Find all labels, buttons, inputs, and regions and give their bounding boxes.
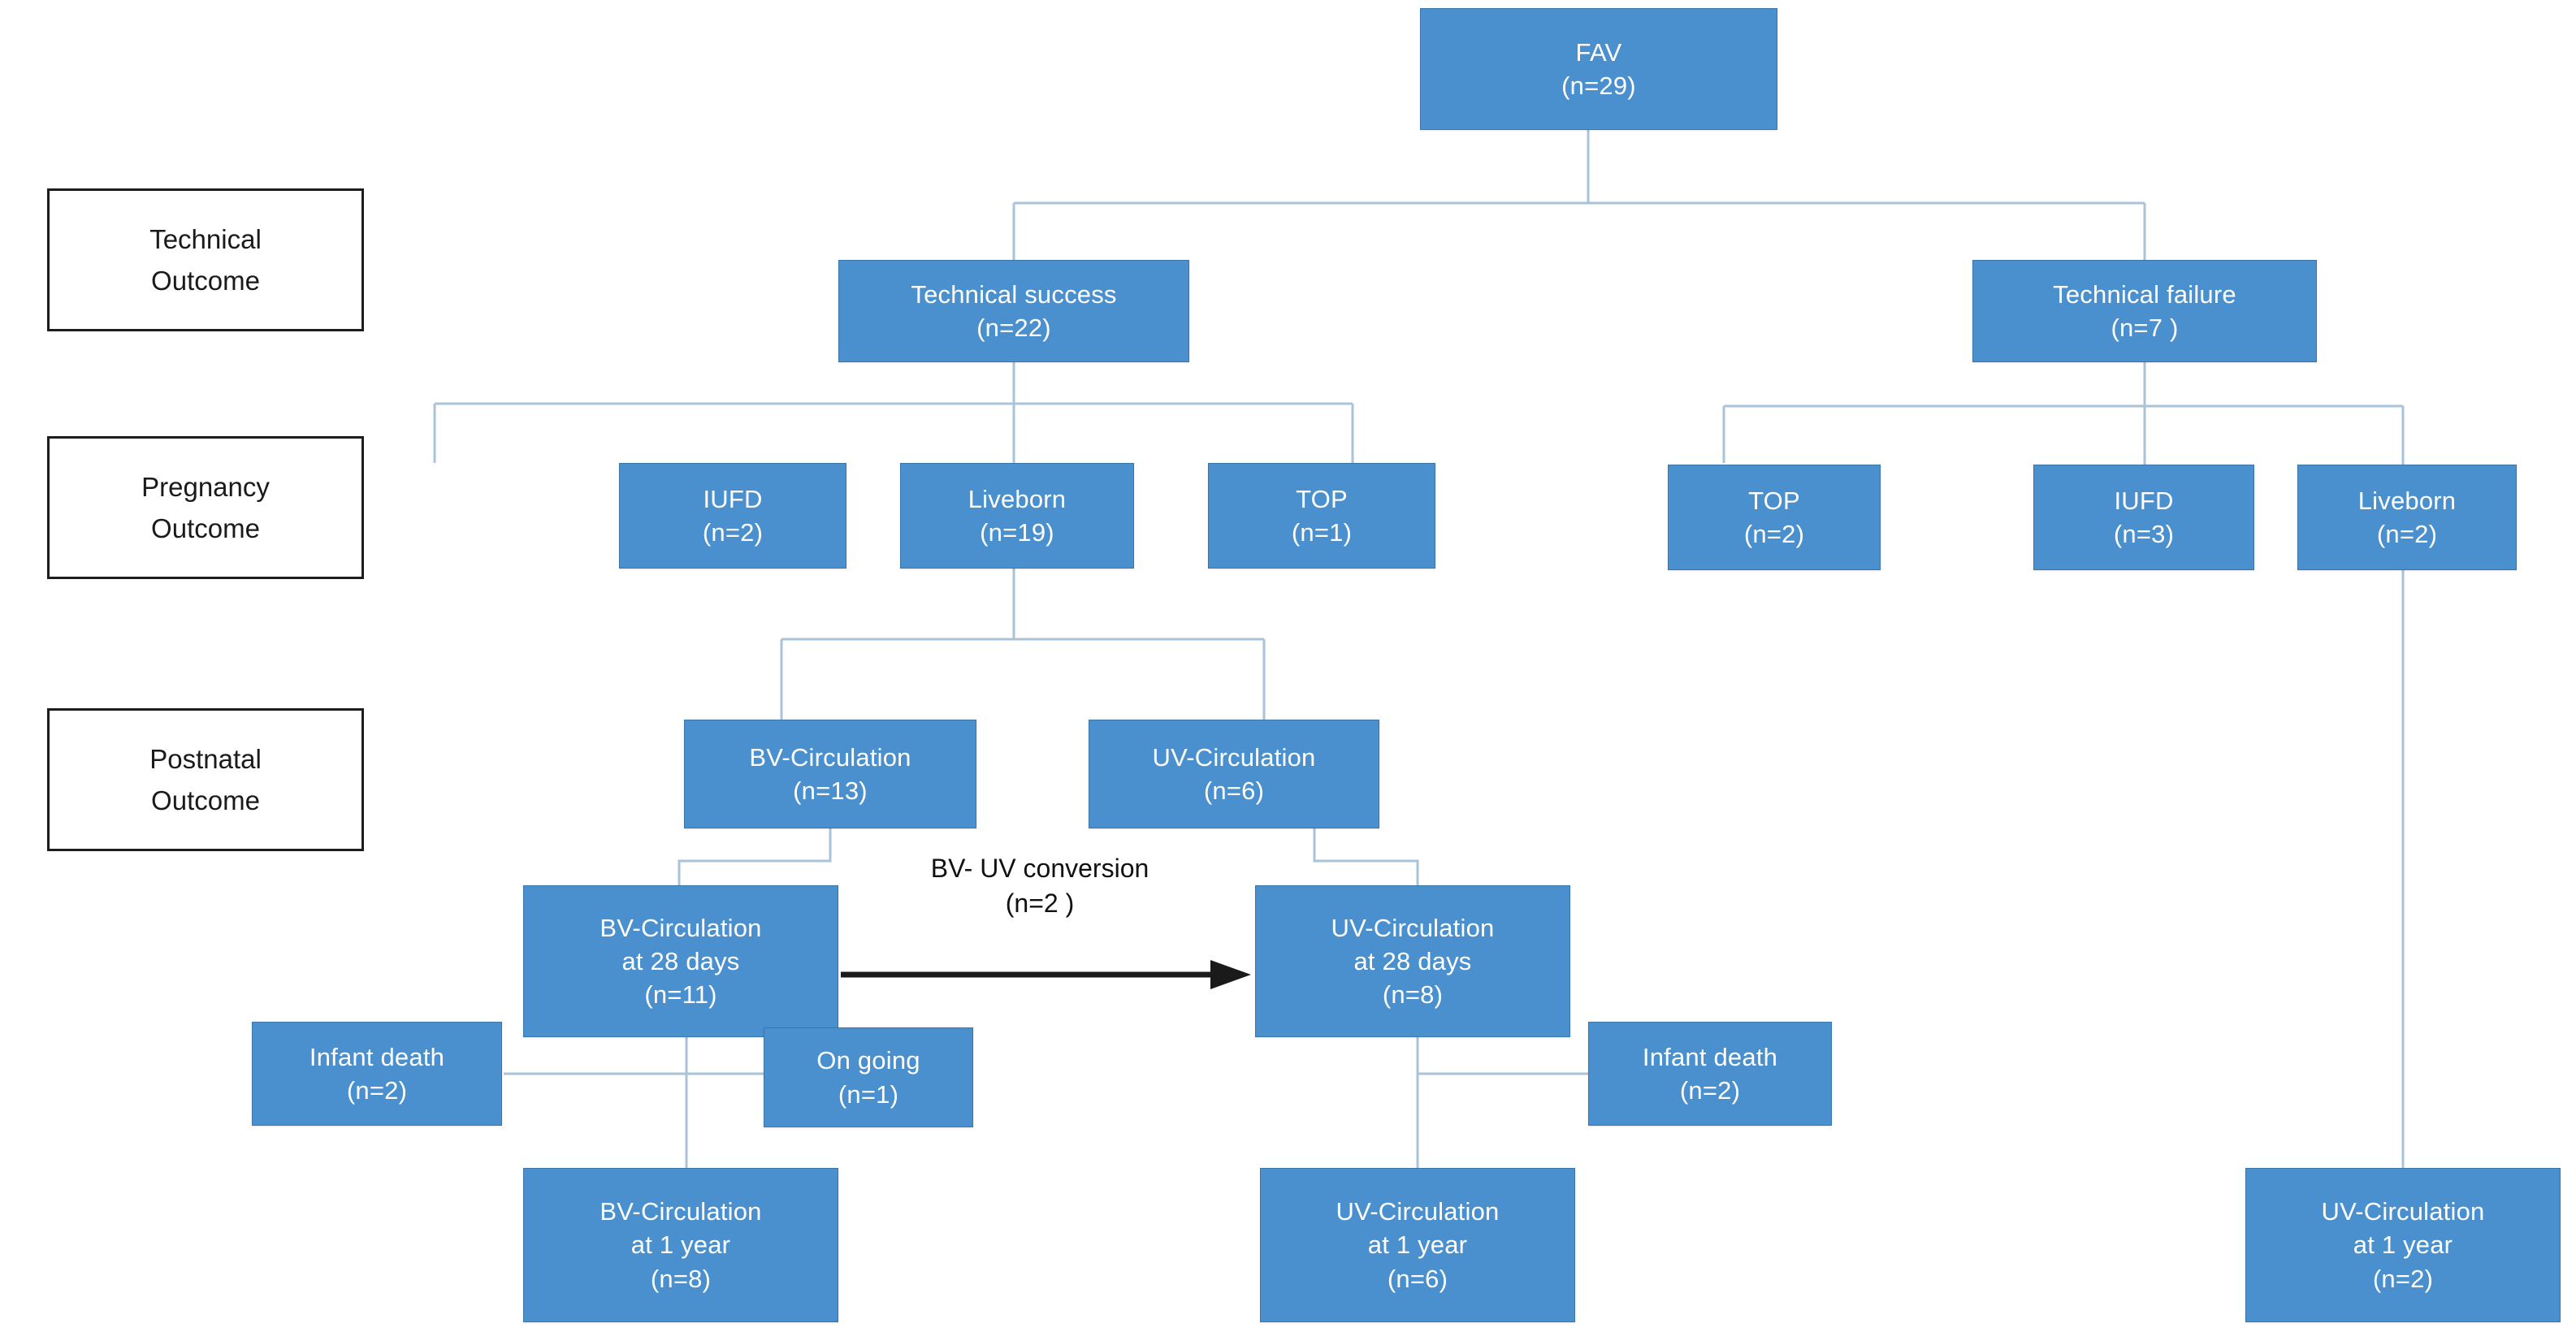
stage-label-line1: Postnatal bbox=[149, 743, 262, 774]
node-uv-1y-line3: (n=6) bbox=[1387, 1264, 1448, 1293]
node-uv-28-line2: at 28 days bbox=[1353, 946, 1472, 975]
node-liveborn-success-line1: Liveborn bbox=[968, 484, 1067, 513]
node-iufd-failure[interactable]: IUFD (n=3) bbox=[2033, 465, 2254, 570]
stage-label-technical-outcome: Technical Outcome bbox=[47, 188, 364, 331]
node-technical-failure-line2: (n=7 ) bbox=[2111, 314, 2179, 342]
node-uv-1y-right-line1: UV-Circulation bbox=[2321, 1197, 2485, 1226]
node-liveborn-failure-line1: Liveborn bbox=[2357, 486, 2457, 515]
node-uv-1y-line2: at 1 year bbox=[1367, 1230, 1468, 1260]
stage-label-postnatal-outcome: Postnatal Outcome bbox=[47, 708, 364, 851]
node-infant-death-bv[interactable]: Infant death (n=2) bbox=[252, 1022, 502, 1126]
node-bv-28-line3: (n=11) bbox=[644, 980, 717, 1010]
node-technical-success-line1: Technical success bbox=[911, 279, 1117, 309]
node-fav-line2: (n=29) bbox=[1561, 71, 1636, 100]
stage-label-line2: Outcome bbox=[151, 513, 260, 543]
node-bv-circulation-line1: BV-Circulation bbox=[749, 742, 911, 772]
node-uv-circulation-1-year-failure[interactable]: UV-Circulation at 1 year (n=2) bbox=[2245, 1168, 2561, 1322]
stage-label-line1: Technical bbox=[149, 223, 262, 254]
node-uv-1y-right-line2: at 1 year bbox=[2353, 1230, 2453, 1260]
node-technical-failure[interactable]: Technical failure (n=7 ) bbox=[1972, 260, 2317, 362]
node-liveborn-success[interactable]: Liveborn (n=19) bbox=[900, 463, 1134, 569]
node-ongoing-bv[interactable]: On going (n=1) bbox=[764, 1027, 973, 1127]
bv-uv-conversion-label: BV- UV conversion (n=2 ) bbox=[865, 851, 1214, 921]
node-uv-circulation-line2: (n=6) bbox=[1203, 776, 1265, 805]
stage-label-pregnancy-outcome: Pregnancy Outcome bbox=[47, 436, 364, 579]
node-bv-28-line1: BV-Circulation bbox=[600, 913, 762, 942]
node-top-failure[interactable]: TOP (n=2) bbox=[1668, 465, 1881, 570]
node-infant-death-bv-line2: (n=2) bbox=[346, 1076, 408, 1105]
node-top-failure-line2: (n=2) bbox=[1743, 520, 1805, 548]
node-bv-1y-line1: BV-Circulation bbox=[600, 1197, 762, 1226]
node-top-success[interactable]: TOP (n=1) bbox=[1208, 463, 1435, 569]
node-technical-success[interactable]: Technical success (n=22) bbox=[838, 260, 1189, 362]
stage-label-line2: Outcome bbox=[151, 785, 260, 815]
node-iufd-success-line1: IUFD bbox=[703, 484, 763, 513]
node-top-success-line1: TOP bbox=[1296, 484, 1348, 513]
node-uv-28-line3: (n=8) bbox=[1382, 980, 1444, 1010]
node-uv-circulation-1-year[interactable]: UV-Circulation at 1 year (n=6) bbox=[1260, 1168, 1575, 1322]
node-liveborn-success-line2: (n=19) bbox=[980, 518, 1054, 547]
node-ongoing-bv-line1: On going bbox=[816, 1046, 920, 1075]
node-infant-death-uv-line2: (n=2) bbox=[1679, 1076, 1741, 1105]
node-bv-1y-line3: (n=8) bbox=[650, 1264, 712, 1293]
wire-uv-to-uv28 bbox=[1313, 828, 1419, 885]
stage-label-line1: Pregnancy bbox=[141, 471, 270, 502]
conversion-line1: BV- UV conversion bbox=[930, 854, 1149, 883]
node-bv-circulation-1-year[interactable]: BV-Circulation at 1 year (n=8) bbox=[523, 1168, 838, 1322]
node-uv-1y-right-line3: (n=2) bbox=[2372, 1264, 2434, 1293]
node-fav-line1: FAV bbox=[1575, 37, 1622, 67]
node-uv-circulation[interactable]: UV-Circulation (n=6) bbox=[1089, 720, 1379, 828]
node-iufd-failure-line2: (n=3) bbox=[2113, 520, 2175, 548]
node-bv-1y-line2: at 1 year bbox=[630, 1230, 731, 1260]
node-bv-circulation-28-days[interactable]: BV-Circulation at 28 days (n=11) bbox=[523, 885, 838, 1037]
node-iufd-failure-line1: IUFD bbox=[2114, 486, 2174, 515]
node-fav[interactable]: FAV (n=29) bbox=[1420, 8, 1777, 130]
node-uv-28-line1: UV-Circulation bbox=[1331, 913, 1495, 942]
node-technical-success-line2: (n=22) bbox=[976, 314, 1051, 342]
node-uv-1y-line1: UV-Circulation bbox=[1336, 1197, 1500, 1226]
node-infant-death-bv-line1: Infant death bbox=[309, 1042, 445, 1071]
node-iufd-success[interactable]: IUFD (n=2) bbox=[619, 463, 846, 569]
node-bv-circulation-line2: (n=13) bbox=[793, 776, 868, 805]
node-bv-circulation[interactable]: BV-Circulation (n=13) bbox=[684, 720, 976, 828]
bv-uv-conversion-arrow bbox=[841, 960, 1251, 989]
node-top-success-line2: (n=1) bbox=[1291, 518, 1353, 547]
stage-label-line2: Outcome bbox=[151, 266, 260, 296]
node-ongoing-bv-line2: (n=1) bbox=[838, 1079, 899, 1109]
node-iufd-success-line2: (n=2) bbox=[702, 518, 764, 547]
node-top-failure-line1: TOP bbox=[1748, 486, 1800, 515]
node-uv-circulation-line1: UV-Circulation bbox=[1152, 742, 1316, 772]
node-uv-circulation-28-days[interactable]: UV-Circulation at 28 days (n=8) bbox=[1255, 885, 1570, 1037]
wire-bv-to-bv28 bbox=[678, 828, 832, 885]
node-technical-failure-line1: Technical failure bbox=[2053, 279, 2236, 309]
node-bv-28-line2: at 28 days bbox=[621, 946, 740, 975]
node-infant-death-uv[interactable]: Infant death (n=2) bbox=[1588, 1022, 1832, 1126]
conversion-line2: (n=2 ) bbox=[1005, 889, 1075, 919]
node-liveborn-failure-line2: (n=2) bbox=[2376, 520, 2438, 548]
node-liveborn-failure[interactable]: Liveborn (n=2) bbox=[2297, 465, 2517, 570]
node-infant-death-uv-line1: Infant death bbox=[1642, 1042, 1778, 1071]
